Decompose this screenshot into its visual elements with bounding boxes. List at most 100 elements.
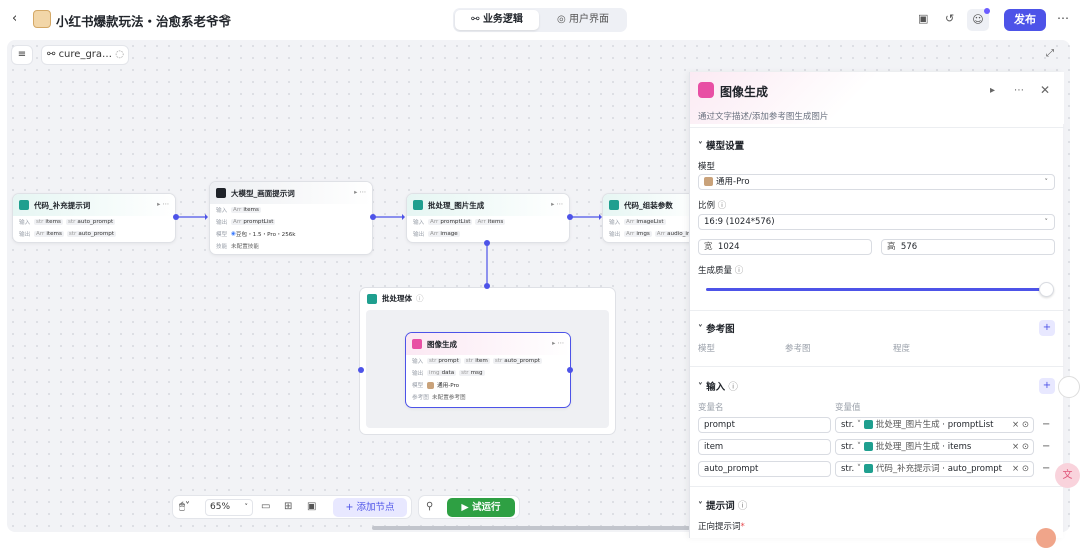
workflow-icon: ⚯ xyxy=(471,14,483,25)
chevron-down-icon: ˅ xyxy=(1044,178,1049,186)
remove-input-icon[interactable]: − xyxy=(1042,463,1051,474)
view-switch: ⚯ 业务逻辑 ◎ 用户界面 xyxy=(453,8,627,32)
model-select[interactable]: 通用-Pro˅ xyxy=(698,174,1055,190)
node-title: 代码_补充提示词 xyxy=(34,200,91,210)
layout-icon[interactable]: ⊞ xyxy=(284,501,293,512)
chevron-down-icon: ˅ xyxy=(1044,218,1049,226)
input-name-field[interactable]: prompt xyxy=(698,417,831,433)
comment-icon[interactable]: ▭ xyxy=(261,501,271,512)
tab-user-interface[interactable]: ◎ 用户界面 xyxy=(541,10,625,30)
input-value-field[interactable]: str. ˅ 批处理_图片生成 · items× ⊙ xyxy=(835,439,1034,455)
node-actions[interactable]: ▸ ⋯ xyxy=(552,339,564,347)
ratio-select[interactable]: 16:9 (1024*576)˅ xyxy=(698,214,1055,230)
reference-section-header[interactable]: ˅ 参考图 xyxy=(698,321,735,335)
close-icon[interactable]: × ⊙ xyxy=(1012,442,1029,452)
chevron-down-icon: ˅ xyxy=(854,464,864,474)
ratio-label-wrap: 比例 ⓘ xyxy=(698,199,726,211)
port[interactable] xyxy=(173,214,179,220)
history-icon[interactable]: ↺ xyxy=(945,12,955,25)
input-name-field[interactable]: item xyxy=(698,439,831,455)
info-icon: ⓘ xyxy=(416,294,424,303)
outline-toggle-button[interactable]: ≡ xyxy=(11,45,33,65)
quality-label-wrap: 生成质量 ⓘ xyxy=(698,264,743,276)
mouse-icon[interactable]: 🖱︎˅ xyxy=(179,501,190,512)
run-node-icon[interactable]: ▸ xyxy=(990,85,996,96)
plus-icon: + xyxy=(1042,380,1052,391)
add-input-button[interactable]: + xyxy=(1039,378,1055,394)
input-label: 输入 xyxy=(216,208,228,214)
input-label: 输入 xyxy=(412,359,424,365)
port[interactable] xyxy=(484,283,490,289)
workflow-name-tag[interactable]: ⚯ cure_gra… ◌ xyxy=(41,45,129,65)
test-run-label: 试运行 xyxy=(472,502,501,513)
back-icon[interactable]: ‹ xyxy=(12,11,18,26)
node-actions[interactable]: ▸ ⋯ xyxy=(157,200,169,208)
helper-avatar[interactable] xyxy=(1036,528,1056,548)
input-section-header[interactable]: ˅ 输入 ⓘ xyxy=(698,379,738,393)
close-icon[interactable]: × ⊙ xyxy=(1012,420,1029,430)
llm-icon xyxy=(216,188,226,198)
remove-input-icon[interactable]: − xyxy=(1042,441,1051,452)
port[interactable] xyxy=(567,367,573,373)
height-value: 576 xyxy=(900,242,918,252)
batch-title: 批处理体 xyxy=(382,294,412,303)
debug-icon[interactable]: ⚲ xyxy=(426,501,434,512)
output-label: 输出 xyxy=(413,232,425,238)
node-actions[interactable]: ▸ ⋯ xyxy=(354,188,366,196)
remove-input-icon[interactable]: − xyxy=(1042,419,1051,430)
width-field[interactable]: 宽 1024 xyxy=(698,239,872,255)
type-select[interactable]: str. xyxy=(841,420,855,430)
device-icon[interactable]: ▣ xyxy=(918,12,929,25)
quality-label: 生成质量 xyxy=(698,266,733,276)
prompt-section-header[interactable]: ˅ 提示词 ⓘ xyxy=(698,498,747,512)
quality-slider-handle[interactable] xyxy=(1039,282,1054,297)
publish-button[interactable]: 发布 xyxy=(1004,9,1046,31)
minimap-icon[interactable]: ▣ xyxy=(307,501,317,512)
port[interactable] xyxy=(484,240,490,246)
collaborator-button[interactable]: ☺ xyxy=(967,8,990,31)
bottom-toolbar: 🖱︎˅ 65%˅ ▭ ⊞ ▣ + 添加节点 xyxy=(172,495,412,519)
type-select[interactable]: str. xyxy=(841,442,855,452)
model-settings-header[interactable]: ˅ 模型设置 xyxy=(698,138,744,152)
add-node-button[interactable]: + 添加节点 xyxy=(333,498,407,517)
tab-business-logic[interactable]: ⚯ 业务逻辑 xyxy=(455,10,539,30)
node-actions[interactable]: ▸ ⋯ xyxy=(551,200,563,208)
ref-field: auto_prompt xyxy=(947,464,1003,474)
fullscreen-icon[interactable]: ⤢ xyxy=(1046,48,1054,59)
input-name: auto_prompt xyxy=(704,464,759,474)
play-icon: ▶ xyxy=(461,502,473,513)
input-value-field[interactable]: str. ˅ 批处理_图片生成 · promptList× ⊙ xyxy=(835,417,1034,433)
zoom-select[interactable]: 65%˅ xyxy=(205,499,253,516)
port[interactable] xyxy=(370,214,376,220)
more-icon[interactable]: ⋯ xyxy=(1057,11,1069,25)
model-avatar xyxy=(704,177,713,186)
input-value-field[interactable]: str. ˅ 代码_补充提示词 · auto_prompt× ⊙ xyxy=(835,461,1034,477)
ref-col-strength: 程度 xyxy=(893,344,911,354)
translate-icon[interactable]: 文 xyxy=(1055,463,1080,488)
horizontal-scrollbar[interactable] xyxy=(372,526,690,530)
edit-icon[interactable]: ✎ xyxy=(222,12,232,25)
top-bar: ‹ 小红书爆款玩法・治愈系老爷爷 ✎ ⚯ 业务逻辑 ◎ 用户界面 ▣ ↺ ☺ 发… xyxy=(0,0,1080,38)
add-reference-button[interactable]: + xyxy=(1039,320,1055,336)
type-select[interactable]: str. xyxy=(841,464,855,474)
loading-icon: ◌ xyxy=(115,49,124,60)
test-run-button[interactable]: ▶ 试运行 xyxy=(447,498,515,517)
assistant-icon[interactable] xyxy=(1058,376,1080,398)
height-field[interactable]: 高 576 xyxy=(881,239,1055,255)
more-icon[interactable]: ⋯ xyxy=(1014,85,1024,96)
input-name-field[interactable]: auto_prompt xyxy=(698,461,831,477)
info-icon: ⓘ xyxy=(717,201,727,211)
chevron-down-icon: ˅ xyxy=(854,420,864,430)
port[interactable] xyxy=(358,367,364,373)
close-icon[interactable]: ✕ xyxy=(1040,83,1051,97)
quality-slider[interactable] xyxy=(706,288,1046,291)
input-label: 输入 xyxy=(609,220,621,226)
close-icon[interactable]: × ⊙ xyxy=(1012,464,1029,474)
ref-field: items xyxy=(947,442,972,452)
port[interactable] xyxy=(567,214,573,220)
